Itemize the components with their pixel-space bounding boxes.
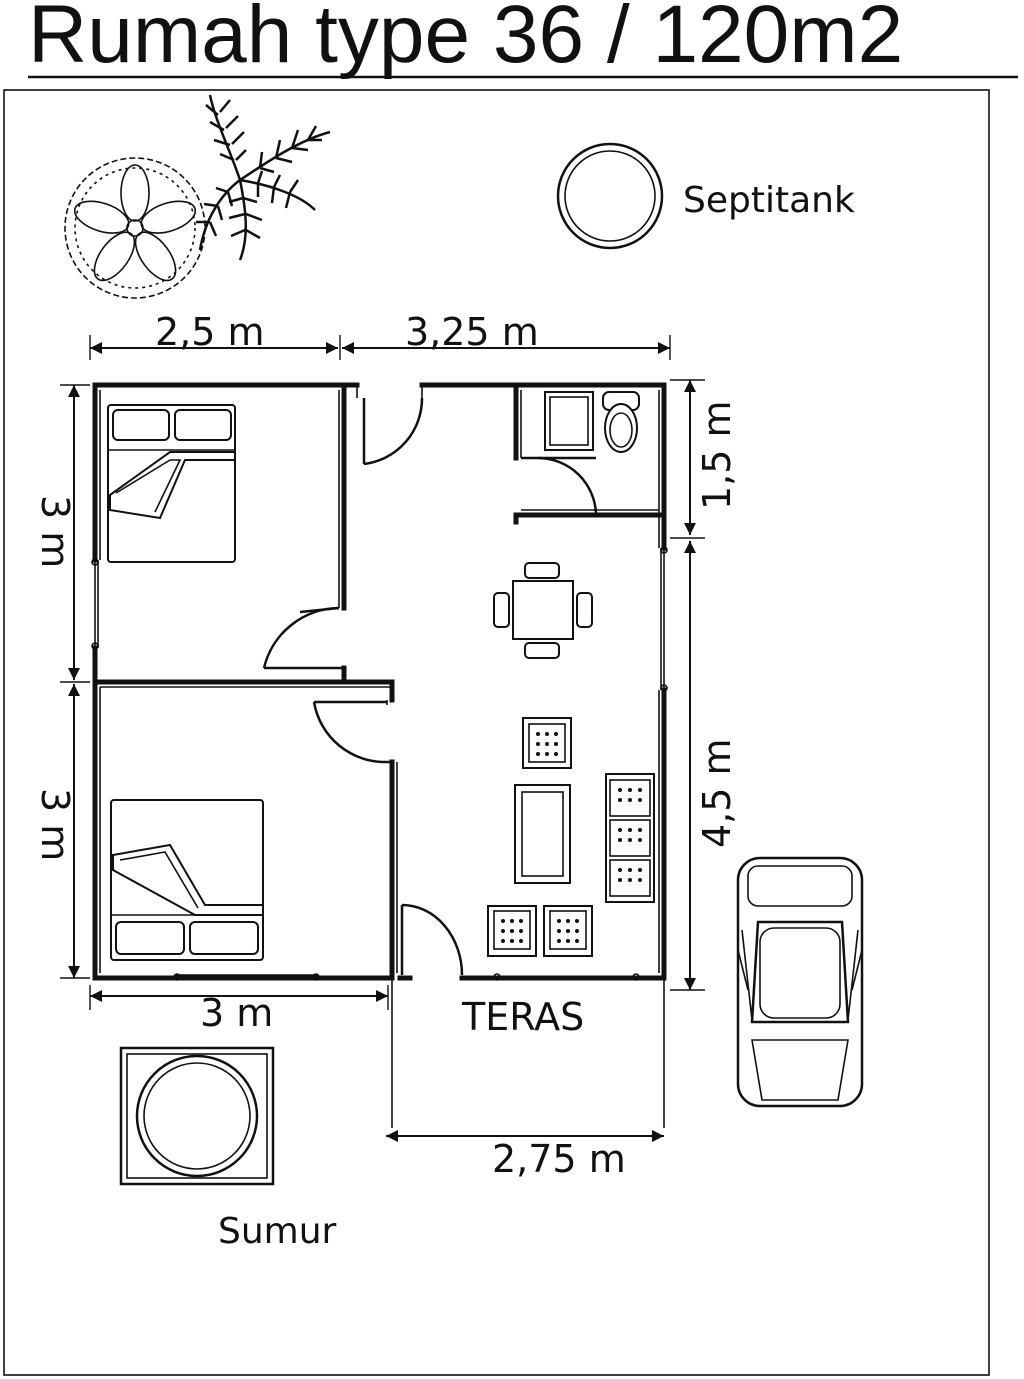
wall-insets: [99, 385, 660, 973]
palm-tree-icon: [196, 94, 331, 261]
dim-right-lower: 4,5 m: [695, 738, 739, 848]
dim-bottom-left: 3 m: [200, 991, 273, 1035]
teras-outline: [391, 978, 665, 1128]
teras-label: TERAS: [461, 995, 584, 1039]
dim-bottom-right: 2,75 m: [492, 1137, 626, 1181]
sumur-label: Sumur: [218, 1211, 337, 1252]
flower-tree-icon: [64, 157, 206, 299]
dim-left-upper: 3 m: [33, 495, 77, 568]
page-title: Rumah type 36 / 120m2: [28, 0, 903, 80]
septic-tank-icon: [556, 142, 664, 250]
lot-boundary: [3, 89, 990, 1376]
dim-left-lower: 3 m: [33, 788, 77, 861]
car-icon: [736, 856, 864, 1108]
dimension-lines: [60, 335, 705, 1142]
dining-table-icon: [493, 562, 593, 659]
dim-top-right: 3,25 m: [405, 310, 539, 354]
windows: [91, 546, 668, 981]
doors: [262, 397, 598, 976]
septitank-label: Septitank: [683, 180, 855, 221]
bed-icon-2: [110, 799, 264, 961]
toilet-icon: [544, 391, 640, 453]
well-icon: [119, 1046, 275, 1186]
bed-icon: [107, 404, 236, 563]
dim-right-upper: 1,5 m: [695, 400, 739, 510]
sofa-icon: [487, 717, 655, 957]
dim-top-left: 2,5 m: [155, 310, 265, 354]
walls: [92, 382, 667, 981]
